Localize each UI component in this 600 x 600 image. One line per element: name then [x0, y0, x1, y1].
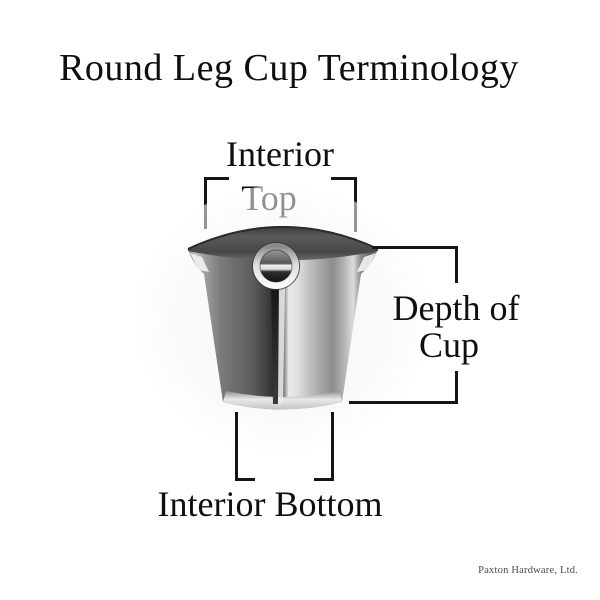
label-interior-bottom: Interior Bottom — [157, 484, 383, 524]
interior-bottom-bracket-right-foot — [314, 478, 334, 481]
keyhole-ring — [253, 243, 299, 289]
keyhole-slot-highlight — [278, 284, 285, 404]
label-depth-of-cup-line2: Cup — [418, 325, 479, 365]
interior-top-bracket-right-horizontal — [331, 177, 357, 180]
depth-bracket-bottom-horizontal — [349, 401, 458, 404]
interior-top-bracket-left-vertical — [204, 177, 207, 229]
cup-flare-highlight-right — [357, 253, 376, 272]
credit-text: Paxton Hardware, Ltd. — [478, 565, 578, 576]
diagram-title: Round Leg Cup Terminology — [59, 47, 519, 89]
label-depth-of-cup-line1: Depth of — [392, 288, 520, 328]
interior-bottom-bracket-left-foot — [235, 478, 255, 481]
interior-top-bracket-left-horizontal — [204, 177, 229, 180]
cup-rim-outline — [187, 226, 379, 250]
interior-bottom-bracket-left-vertical — [235, 412, 238, 481]
keyhole-hole — [260, 250, 292, 282]
label-interior-top-line1: Interior — [226, 134, 334, 174]
depth-bracket-top-vertical — [455, 246, 458, 283]
keyhole-hole-edge — [259, 249, 293, 283]
cup-flare-highlight-left — [190, 253, 209, 272]
keyhole-ring-outline — [251, 241, 301, 291]
keyhole-slot — [271, 282, 279, 404]
interior-bottom-bracket-right-vertical — [331, 412, 334, 481]
depth-bracket-top-horizontal — [372, 246, 458, 249]
depth-bracket-bottom-vertical — [455, 371, 458, 404]
